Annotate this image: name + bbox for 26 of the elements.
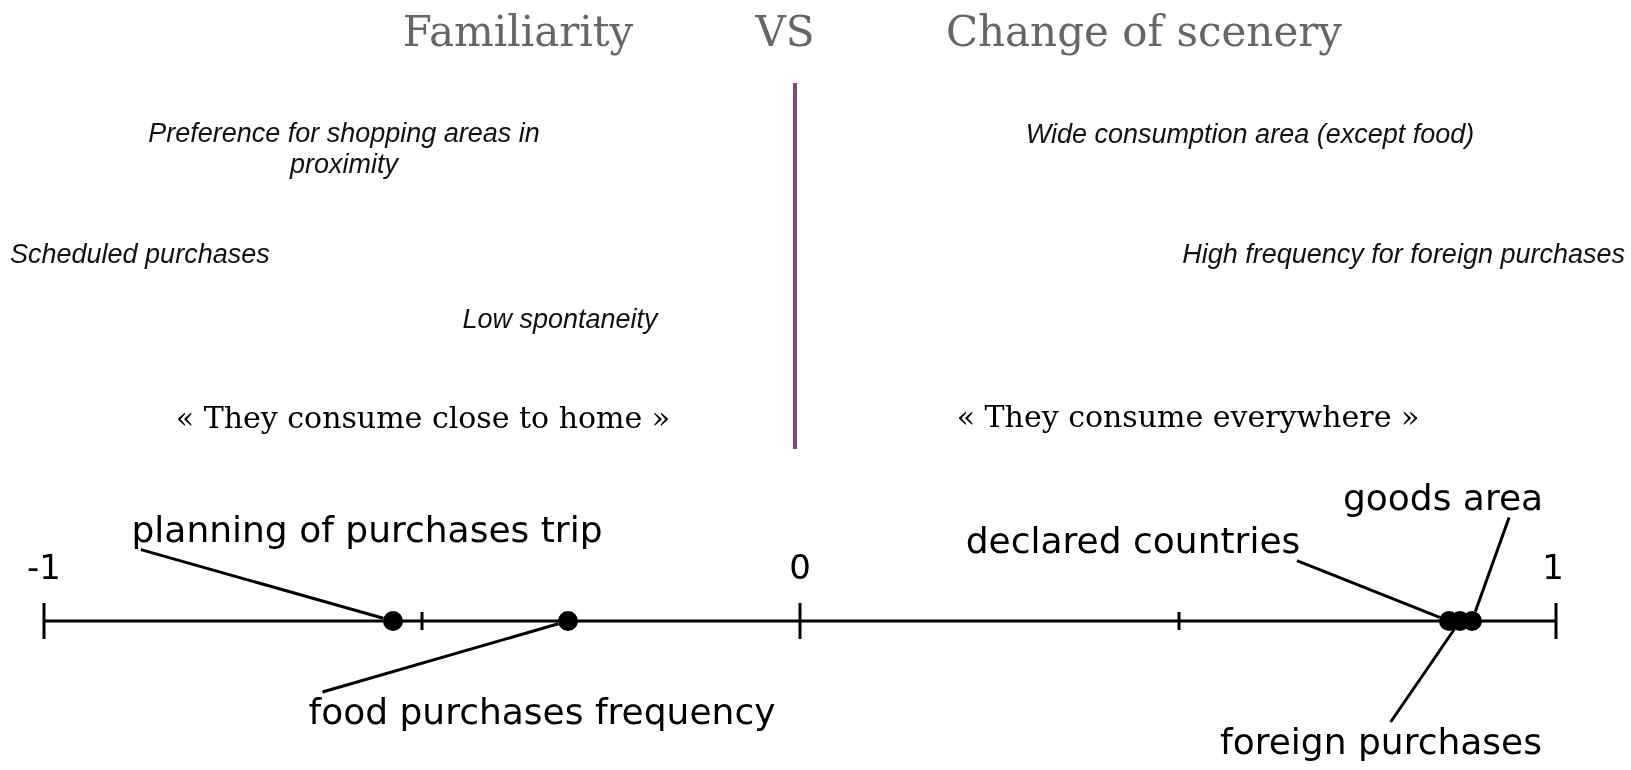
point-label: declared countries bbox=[965, 521, 1301, 561]
leader-line bbox=[1296, 559, 1441, 619]
data-point bbox=[1462, 611, 1482, 631]
heading: VS bbox=[755, 8, 815, 57]
description-text: Preference for shopping areas in proximity bbox=[147, 118, 541, 181]
data-point bbox=[558, 611, 578, 631]
tick-label: 1 bbox=[1542, 548, 1564, 588]
data-point bbox=[383, 611, 403, 631]
point-label: foreign purchases bbox=[1220, 722, 1542, 762]
quote-text: « They consume everywhere » bbox=[956, 400, 1420, 435]
leader-line bbox=[1389, 628, 1456, 723]
description-text: Wide consumption area (except food) bbox=[1025, 119, 1475, 151]
leader-line bbox=[140, 548, 384, 620]
point-label: goods area bbox=[1342, 478, 1544, 518]
description-text: Scheduled purchases bbox=[10, 239, 270, 271]
description-text: Low spontaneity bbox=[462, 304, 658, 336]
tick-label: 0 bbox=[789, 548, 811, 588]
heading: Change of scenery bbox=[945, 8, 1343, 57]
leader-line bbox=[322, 622, 559, 694]
leader-line bbox=[1473, 517, 1511, 613]
tick-label: -1 bbox=[27, 548, 61, 588]
point-label: food purchases frequency bbox=[308, 692, 776, 732]
heading: Familiarity bbox=[402, 8, 634, 57]
description-text: High frequency for foreign purchases bbox=[1182, 239, 1625, 271]
point-label: planning of purchases trip bbox=[131, 510, 603, 550]
quote-text: « They consume close to home » bbox=[175, 401, 671, 436]
